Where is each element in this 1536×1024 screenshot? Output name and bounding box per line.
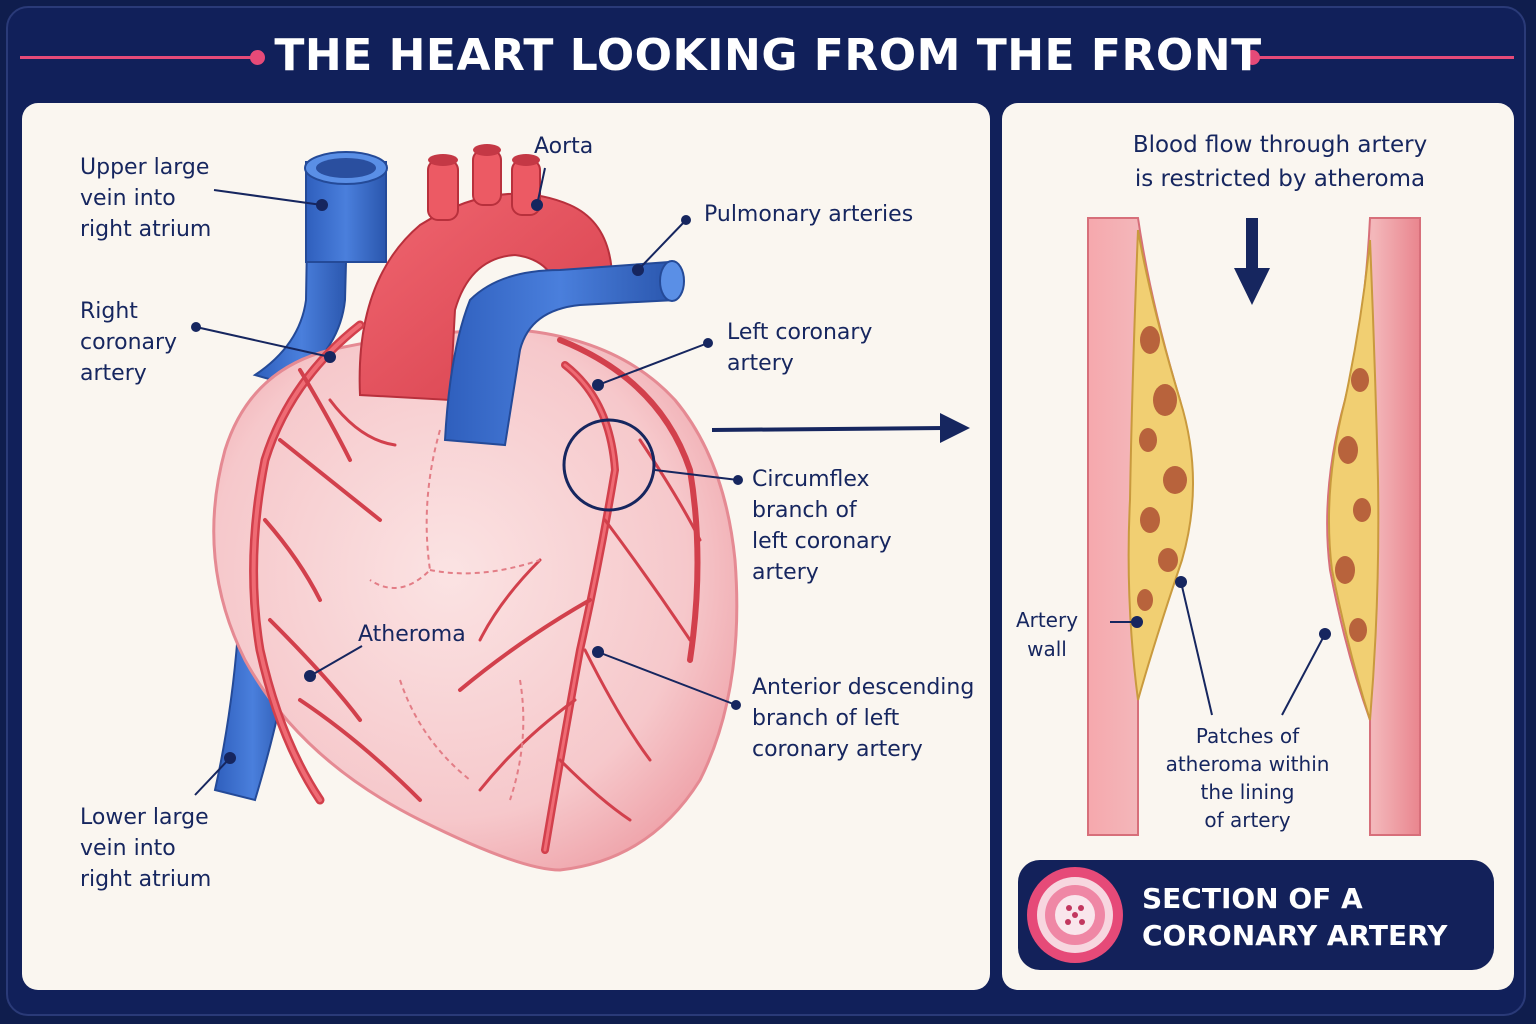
artery-leader-lines — [1110, 576, 1331, 716]
plaque-left — [1127, 229, 1195, 701]
cardiac-veins — [369, 429, 541, 801]
label-aorta: Aorta — [534, 134, 594, 159]
label-atheroma-patches: Patches of atheroma within the lining of… — [1165, 724, 1330, 832]
link-arrow — [711, 413, 970, 443]
plaque-patches-left — [1137, 326, 1187, 611]
artery-heading: Blood flow through artery is restricted … — [1132, 132, 1428, 192]
label-atheroma: Atheroma — [358, 622, 466, 647]
title-dot-right — [1245, 50, 1260, 65]
coronary-arteries — [249, 320, 702, 854]
upper-vein-shape — [252, 151, 388, 387]
flow-arrow — [1234, 218, 1270, 305]
label-lower-vein: Lower large vein into right atrium — [80, 805, 212, 892]
title-rule-left — [20, 56, 252, 59]
leader-lines — [191, 167, 743, 796]
title-dot-left — [250, 50, 265, 65]
label-pulmonary-arteries: Pulmonary arteries — [704, 202, 914, 227]
section-label: SECTION OF A CORONARY ARTERY — [1142, 882, 1448, 952]
label-anterior-descending: Anterior descending branch of left coron… — [752, 675, 975, 762]
label-artery-wall: Artery wall — [1015, 608, 1079, 661]
plaque-patches-right — [1335, 368, 1371, 642]
label-upper-vein: Upper large vein into right atrium — [80, 155, 212, 242]
label-right-coronary: Right coronary artery — [80, 299, 178, 386]
label-left-coronary: Left coronary artery — [727, 320, 873, 376]
page-title: THE HEART LOOKING FROM THE FRONT — [274, 30, 1262, 81]
aorta-shape — [358, 144, 614, 402]
plaque-right — [1327, 239, 1380, 721]
circumflex-highlight — [562, 418, 656, 512]
title-rule-right — [1258, 56, 1514, 59]
pulmonary-artery-shape — [443, 260, 685, 447]
label-circumflex: Circumflex branch of left coronary arter… — [752, 467, 892, 585]
